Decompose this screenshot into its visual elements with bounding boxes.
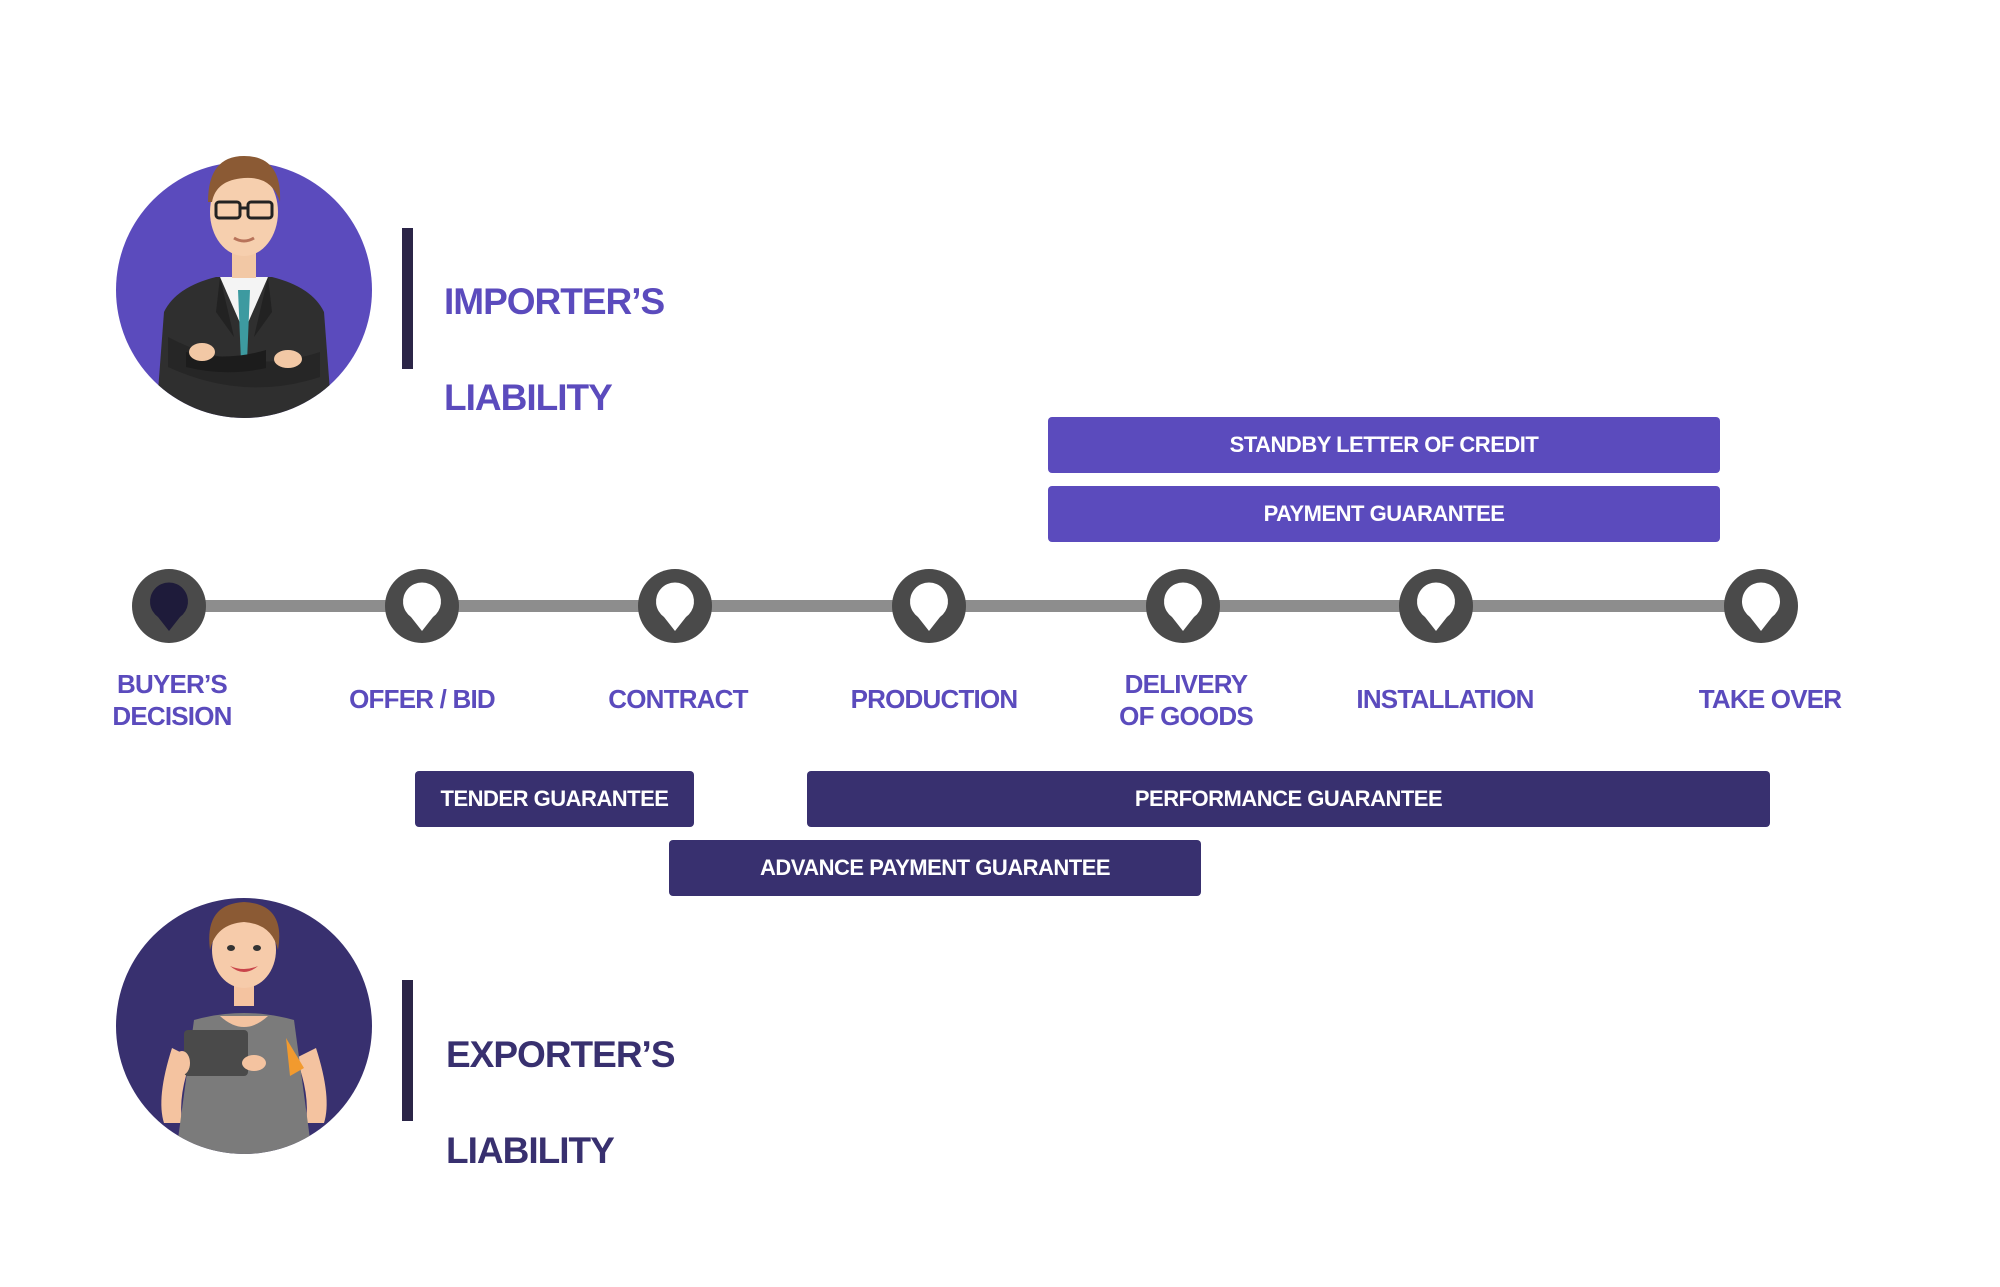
stage-label-installation: INSTALLATION [1325, 683, 1565, 715]
tender-guarantee-bar: TENDER GUARANTEE [415, 771, 694, 827]
exporter-divider [402, 980, 413, 1121]
location-pin-icon [1399, 569, 1473, 643]
timeline-node-delivery-of-goods [1146, 569, 1220, 643]
stage-label-line: DECISION [112, 701, 232, 731]
timeline-node-production [892, 569, 966, 643]
title-line: EXPORTER’S [446, 1034, 675, 1075]
importer-divider [402, 228, 413, 369]
title-line: LIABILITY [446, 1130, 615, 1171]
stage-label-buyers-decision: BUYER’S DECISION [52, 668, 292, 732]
performance-guarantee-bar: PERFORMANCE GUARANTEE [807, 771, 1770, 827]
stage-label-take-over: TAKE OVER [1650, 683, 1890, 715]
timeline-node-take-over [1724, 569, 1798, 643]
stage-label-line: OF GOODS [1119, 701, 1254, 731]
title-line: LIABILITY [444, 377, 613, 418]
stage-label-offer-bid: OFFER / BID [302, 683, 542, 715]
standby-letter-of-credit-bar: STANDBY LETTER OF CREDIT [1048, 417, 1720, 473]
timeline-node-installation [1399, 569, 1473, 643]
stage-label-line: CONTRACT [608, 684, 748, 714]
stage-label-line: INSTALLATION [1356, 684, 1534, 714]
stage-label-line: OFFER / BID [349, 684, 496, 714]
timeline-node-contract [638, 569, 712, 643]
location-pin-icon [638, 569, 712, 643]
stage-label-production: PRODUCTION [814, 683, 1054, 715]
businesswoman-avatar-icon [161, 902, 327, 1154]
stage-label-contract: CONTRACT [558, 683, 798, 715]
exporter-liability-title: EXPORTER’S LIABILITY [446, 983, 675, 1223]
advance-payment-guarantee-bar: ADVANCE PAYMENT GUARANTEE [669, 840, 1201, 896]
stage-label-delivery-of-goods: DELIVERY OF GOODS [1066, 668, 1306, 732]
location-pin-icon [1146, 569, 1220, 643]
stage-label-line: DELIVERY [1124, 669, 1248, 699]
location-pin-icon [385, 569, 459, 643]
location-pin-icon [132, 569, 206, 643]
stage-label-line: BUYER’S [117, 669, 228, 699]
timeline-node-buyers-decision [132, 569, 206, 643]
title-line: IMPORTER’S [444, 281, 665, 322]
location-pin-icon [1724, 569, 1798, 643]
businessman-avatar-icon [156, 156, 332, 418]
timeline-node-offer-bid [385, 569, 459, 643]
exporter-avatar [116, 898, 372, 1154]
importer-avatar [116, 156, 372, 418]
importer-liability-title: IMPORTER’S LIABILITY [444, 230, 665, 470]
stage-label-line: PRODUCTION [850, 684, 1019, 714]
stage-label-line: TAKE OVER [1698, 684, 1842, 714]
location-pin-icon [892, 569, 966, 643]
payment-guarantee-bar: PAYMENT GUARANTEE [1048, 486, 1720, 542]
